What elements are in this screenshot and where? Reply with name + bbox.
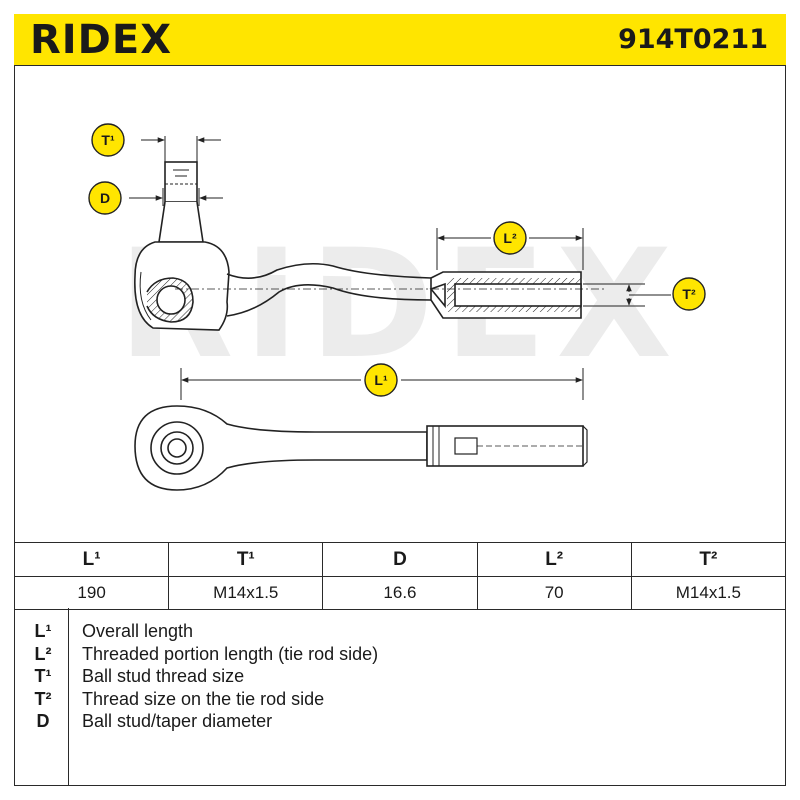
spec-table-header-row: L¹ T¹ D L² T² (13, 542, 787, 577)
legend-text-l2: Threaded portion length (tie rod side) (82, 644, 379, 664)
legend-symbol-t1: T¹ (34, 666, 52, 686)
t1-dimension (141, 136, 221, 162)
legend-symbol-d: D (36, 711, 50, 731)
t1-badge-label: T¹ (101, 132, 115, 148)
legend-text-l1: Overall length (82, 621, 194, 641)
l2-badge (493, 221, 527, 255)
t1-badge (91, 123, 125, 157)
l1-badge (364, 363, 398, 397)
t2-dimension (583, 283, 671, 307)
legend-text-t2: Thread size on the tie rod side (82, 689, 325, 709)
header-t1: T¹ (168, 542, 324, 577)
legend-symbol-t2: T² (34, 689, 52, 709)
part-number: 914T0211 (618, 24, 768, 55)
spec-table: L¹ T¹ D L² T² 190 M14x1.5 16.6 70 M14x1.… (13, 542, 787, 610)
legend-symbol-l2: L² (34, 644, 52, 664)
l2-badge-label: L² (503, 230, 517, 246)
d-badge-label: D (100, 190, 110, 206)
legend-divider (68, 608, 69, 786)
header-l2: L² (476, 542, 632, 577)
header-d: D (322, 542, 478, 577)
t2-badge-label: T² (682, 286, 696, 302)
d-dimension (129, 188, 223, 206)
value-l2: 70 (476, 576, 632, 610)
technical-drawing: RIDEX T¹ D (88, 123, 706, 491)
spec-table-value-row: 190 M14x1.5 16.6 70 M14x1.5 (13, 576, 787, 610)
side-view (134, 161, 605, 331)
header-bar: RIDEX 914T0211 (14, 14, 786, 66)
plan-view (134, 405, 588, 491)
t2-badge (672, 277, 706, 311)
legend-symbol-l1: L¹ (34, 621, 52, 641)
value-t2: M14x1.5 (630, 576, 787, 610)
brand-logo: RIDEX (30, 17, 173, 63)
legend: L¹ Overall length L² Threaded portion le… (14, 608, 786, 786)
value-l1: 190 (13, 576, 170, 610)
value-d: 16.6 (322, 576, 478, 610)
header-t2: T² (630, 542, 787, 577)
l1-dimension (180, 368, 584, 400)
l2-dimension (436, 228, 584, 270)
legend-text-t1: Ball stud thread size (82, 666, 245, 686)
value-t1: M14x1.5 (168, 576, 324, 610)
legend-text-d: Ball stud/taper diameter (82, 711, 273, 731)
header-l1: L¹ (13, 542, 170, 577)
d-badge (88, 181, 122, 215)
l1-badge-label: L¹ (374, 372, 388, 388)
